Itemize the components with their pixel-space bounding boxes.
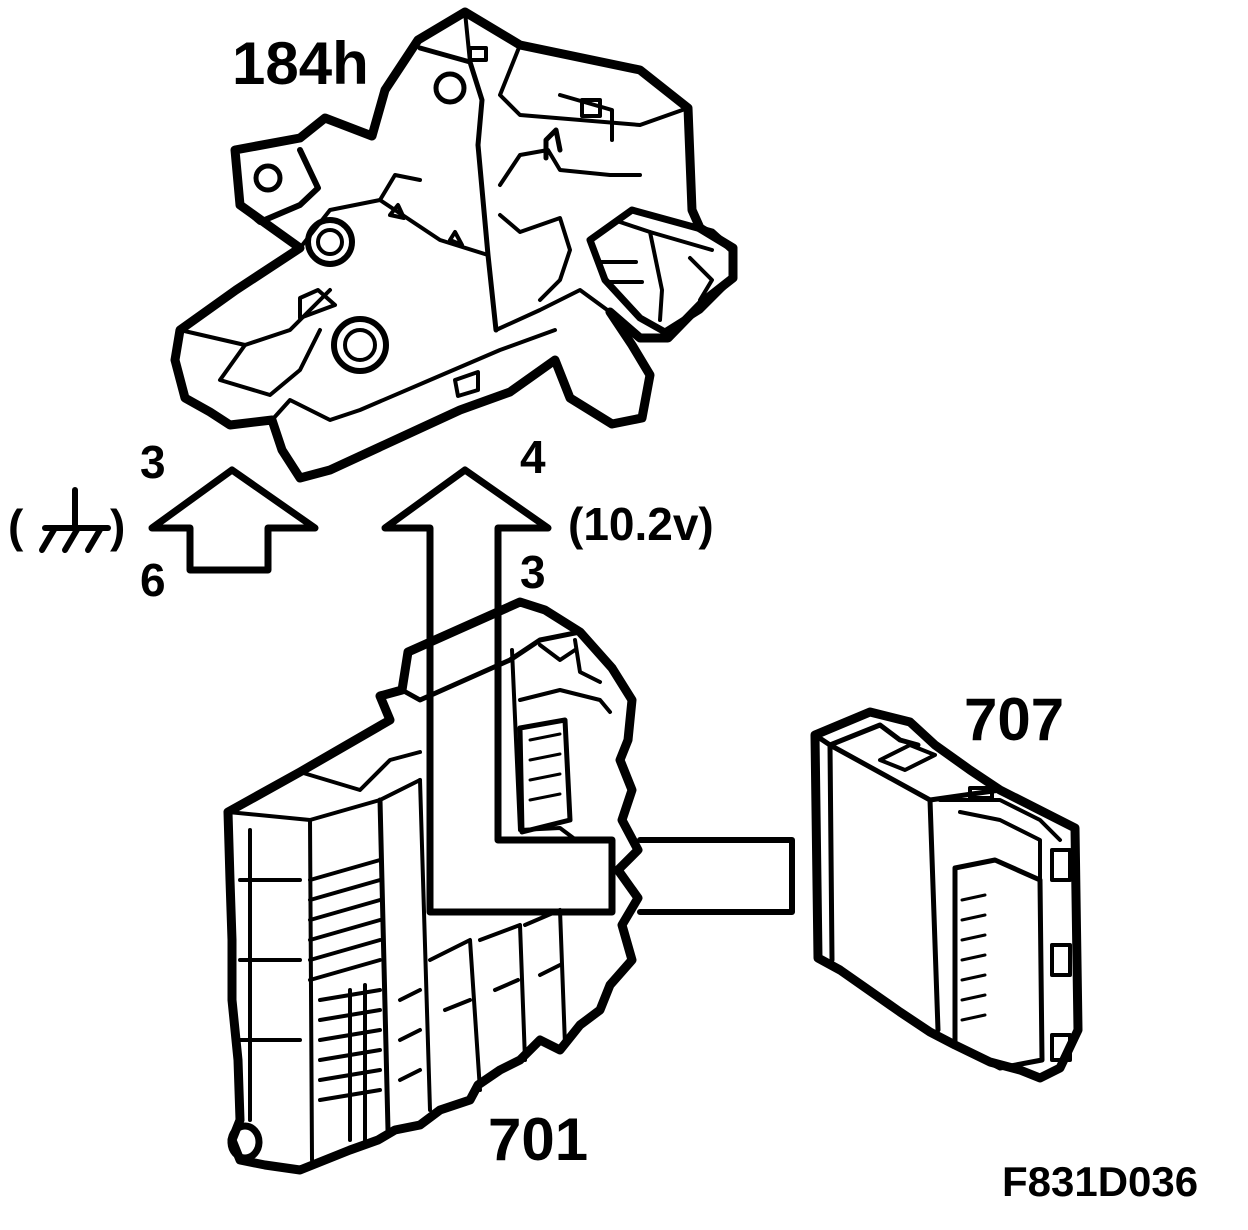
ground-pin-top: 3 [140, 436, 166, 488]
wiring [148, 466, 795, 916]
latch-label: 184h [232, 30, 369, 97]
voltage-pin-bottom: 3 [520, 546, 546, 598]
latch-184h-drawing [170, 7, 738, 483]
ground-pin-bottom: 6 [140, 554, 166, 606]
voltage-value: (10.2v) [568, 498, 714, 550]
voltage-pin-top: 4 [520, 431, 546, 483]
control-module-label: 707 [964, 686, 1064, 753]
electrical-unit-label: 701 [488, 1106, 588, 1173]
control-module-707-drawing [810, 707, 1083, 1083]
figure-code: F831D036 [1002, 1158, 1198, 1205]
central-electrical-unit-701-drawing [223, 597, 643, 1175]
ground-open-paren: ( [8, 500, 24, 552]
ground-close-paren: ) [110, 500, 125, 552]
ground-icon [39, 487, 111, 553]
